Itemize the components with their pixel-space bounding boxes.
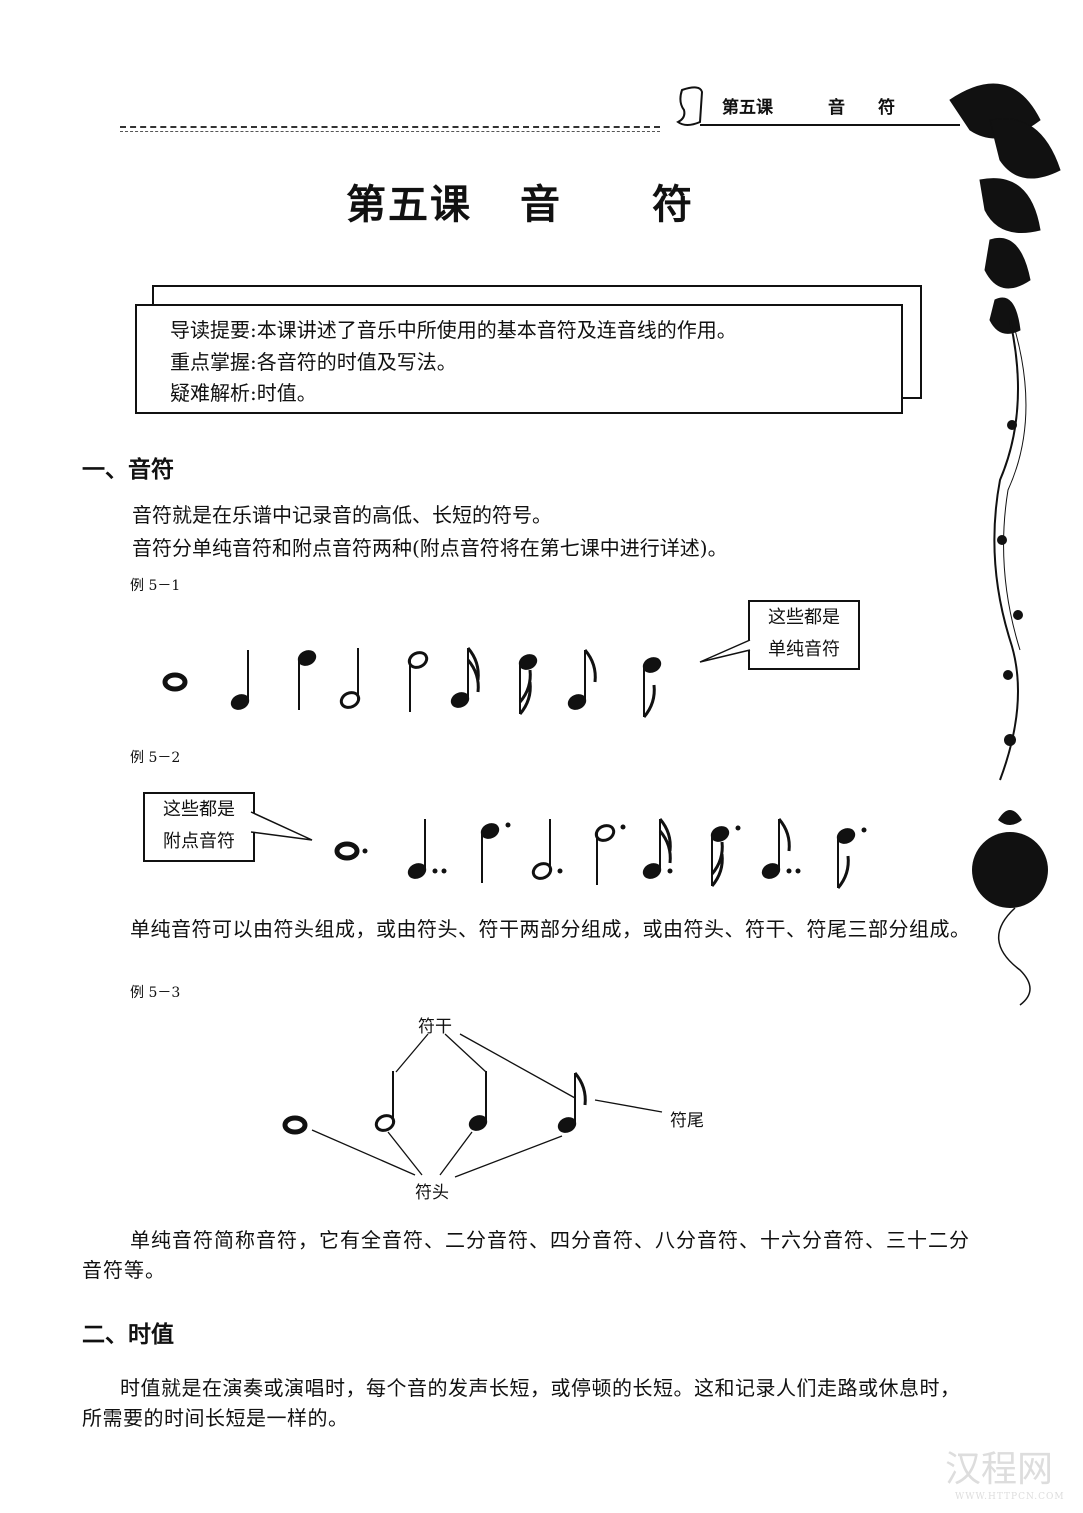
dot [861,827,867,833]
quarter-note [230,650,250,710]
paragraph: 音符分单纯音符和附点音符两种(附点音符将在第七课中进行详述)。 [132,536,728,560]
summary-box: 导读提要:本课讲述了音乐中所使用的基本音符及连音线的作用。 重点掌握:各音符的时… [135,304,903,414]
eighth-note [761,818,801,879]
eighth-note [567,649,597,710]
callout-line: 这些都是 [768,607,840,628]
header-word1: 音 [828,98,845,118]
sixteenth-note [710,825,741,887]
watermark: 汉程网 WWW.HTTPCN.COM [895,1440,1065,1502]
section-heading-notes: 一、音符 [82,457,174,483]
half-note [407,651,429,712]
dot [505,822,511,828]
quarter-note [468,1071,488,1131]
label-stem: 符干 [418,1017,452,1037]
half-note [374,1071,396,1132]
callout-line: 单纯音符 [768,639,840,660]
paragraph: 音符就是在乐谱中记录音的高低、长短的符号。 [132,503,552,527]
sixteenth-note [642,818,673,879]
eighth-note [836,827,867,889]
half-note [594,824,626,885]
dot [620,824,626,830]
example-label: 例 5－2 [130,750,181,766]
dot [667,868,673,874]
paragraph: 单纯音符简称音符，它有全音符、二分音符、四分音符、八分音符、十六分音符、三十二分… [82,1228,970,1282]
callout-pointers [250,639,751,841]
dot [795,868,801,874]
half-note [339,648,361,709]
quarter-note [407,819,447,879]
floral-vine-decoration-icon [949,83,1061,1006]
paragraph: 单纯音符可以由符头组成，或由符头、符干两部分组成，或由符头、符干、符尾三部分组成… [130,917,971,941]
scroll-icon [676,86,704,126]
whole-note [282,1115,308,1135]
whole-note [162,672,188,692]
sixteenth-note [450,647,480,708]
dot [432,868,438,874]
running-header: 第五课 音 符 [700,92,960,126]
dot [362,848,368,854]
dot [735,825,741,831]
whole-note [334,841,368,861]
quarter-note [480,822,511,883]
callout-simple-notes: 这些都是 单纯音符 [748,600,860,670]
header-lesson: 第五课 [722,98,773,118]
watermark-name: 汉程网 [945,1449,1054,1490]
callout-line: 这些都是 [163,799,235,820]
example-label: 例 5－3 [130,985,181,1001]
sixteenth-note [518,654,538,715]
title-lesson: 第五课 [346,182,472,228]
eighth-note [557,1072,587,1133]
label-head: 符头 [415,1183,449,1203]
title-word1: 音 [520,182,562,228]
example-label: 例 5－1 [130,578,181,594]
watermark-url: WWW.HTTPCN.COM [955,1492,1065,1502]
half-note [531,819,563,880]
diagram-leader-lines [311,1033,663,1178]
dot [441,868,447,874]
title-word2: 符 [652,182,694,228]
quarter-note [297,650,317,710]
paragraph: 时值就是在演奏或演唱时，每个音的发声长短，或停顿的长短。这和记录人们走路或休息时… [82,1376,961,1430]
header-dashed-rule-2 [120,131,660,132]
callout-line: 附点音符 [163,831,235,852]
dot [557,868,563,874]
summary-difficulties: 疑难解析:时值。 [170,381,317,405]
label-flag: 符尾 [670,1111,704,1131]
header-dashed-rule [120,126,660,128]
summary-key-points: 重点掌握:各音符的时值及写法。 [170,350,457,374]
callout-dotted-notes: 这些都是 附点音符 [143,792,255,862]
page-title: 第五课 音 符 [0,172,1040,230]
section-heading-duration: 二、时值 [82,1322,174,1348]
dot [786,868,792,874]
summary-guide: 导读提要:本课讲述了音乐中所使用的基本音符及连音线的作用。 [170,318,737,342]
header-word2: 符 [878,98,895,118]
eighth-note [642,657,662,718]
